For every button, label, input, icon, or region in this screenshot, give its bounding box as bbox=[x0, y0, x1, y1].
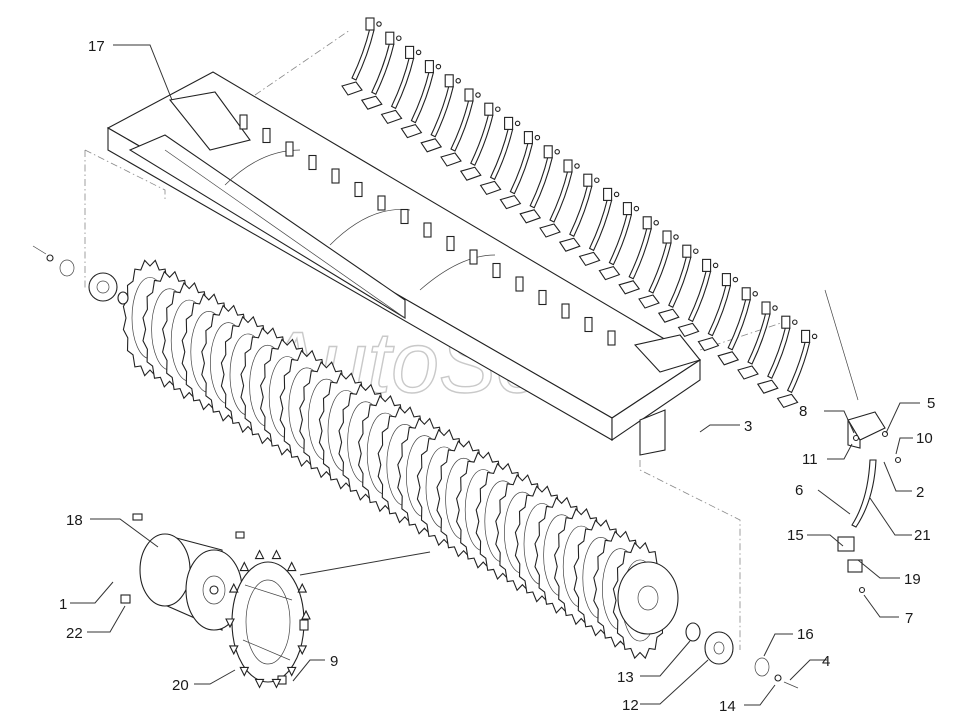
callout-1: 1 bbox=[59, 596, 67, 613]
section-tooth bbox=[297, 645, 308, 656]
section-tooth bbox=[254, 678, 265, 689]
callout-21: 21 bbox=[914, 527, 931, 544]
section-tooth bbox=[228, 582, 239, 593]
frame-tab bbox=[331, 168, 340, 184]
callout-10: 10 bbox=[916, 430, 933, 447]
frame-tab bbox=[446, 235, 455, 252]
frame-tab bbox=[492, 262, 501, 279]
callout-4: 4 bbox=[822, 653, 830, 670]
frame-tine-brackets bbox=[239, 114, 616, 346]
frame-tab bbox=[561, 303, 570, 319]
frame-tab bbox=[285, 141, 294, 157]
tine bbox=[459, 102, 501, 181]
tine bbox=[519, 145, 560, 224]
tine bbox=[400, 60, 442, 139]
callout-15: 15 bbox=[787, 527, 804, 544]
tine bbox=[776, 329, 818, 409]
frame-tab bbox=[515, 276, 524, 292]
callout-17: 17 bbox=[88, 38, 105, 55]
callout-9: 9 bbox=[330, 653, 338, 670]
section-tooth bbox=[271, 549, 282, 560]
roller-section-detail bbox=[120, 513, 309, 685]
frame-tab bbox=[423, 222, 432, 238]
tine bbox=[737, 301, 778, 380]
callout-18: 18 bbox=[66, 512, 83, 529]
tine bbox=[638, 230, 679, 309]
section-tooth bbox=[301, 609, 311, 620]
callout-13: 13 bbox=[617, 669, 634, 686]
tine bbox=[341, 17, 382, 96]
frame-tab bbox=[400, 208, 409, 225]
callout-3: 3 bbox=[744, 418, 752, 435]
section-tooth bbox=[239, 666, 250, 677]
tine bbox=[479, 116, 521, 196]
callout-11: 11 bbox=[802, 451, 818, 468]
frame-tab bbox=[354, 181, 363, 198]
tine bbox=[697, 273, 739, 352]
frame-tab bbox=[377, 195, 386, 211]
roller-frame bbox=[84, 29, 791, 650]
tine bbox=[618, 216, 659, 295]
tine-detail bbox=[824, 289, 902, 594]
tine bbox=[657, 244, 699, 323]
callout-5: 5 bbox=[927, 395, 935, 412]
callout-7: 7 bbox=[905, 610, 913, 627]
left-bearing bbox=[32, 245, 129, 305]
section-tooth bbox=[228, 645, 239, 656]
callout-12: 12 bbox=[622, 697, 639, 714]
section-tooth bbox=[297, 582, 308, 593]
section-tooth bbox=[254, 549, 265, 560]
section-tooth bbox=[286, 561, 297, 572]
tine bbox=[558, 173, 600, 252]
frame-tab bbox=[239, 114, 248, 130]
tine bbox=[578, 187, 620, 267]
roller-section-teeth bbox=[225, 549, 311, 689]
callout-22: 22 bbox=[66, 625, 83, 642]
callout-8: 8 bbox=[799, 403, 807, 420]
tine-row bbox=[341, 17, 818, 409]
tine bbox=[360, 31, 402, 110]
tine bbox=[420, 74, 461, 153]
callout-14: 14 bbox=[719, 698, 736, 715]
frame-tab bbox=[308, 154, 317, 171]
spiked-roller bbox=[122, 259, 668, 660]
frame-tab bbox=[469, 249, 478, 265]
right-bearing bbox=[617, 561, 799, 689]
tine bbox=[756, 315, 798, 394]
callout-16: 16 bbox=[797, 626, 814, 643]
frame-tab bbox=[584, 316, 593, 333]
callout-labels: 17 3 5 8 10 11 2 6 21 15 19 7 18 1 22 9 … bbox=[59, 38, 935, 715]
tine bbox=[539, 159, 580, 238]
frame-tab bbox=[538, 289, 547, 306]
section-tooth bbox=[286, 666, 297, 677]
tine bbox=[677, 258, 719, 338]
tine bbox=[717, 287, 758, 366]
tine bbox=[380, 45, 422, 125]
callout-2: 2 bbox=[916, 484, 924, 501]
section-tooth bbox=[239, 561, 250, 572]
frame-tab bbox=[607, 330, 616, 346]
leader-lines bbox=[70, 44, 920, 706]
section-tooth bbox=[271, 678, 282, 689]
tine bbox=[598, 202, 640, 281]
tine bbox=[440, 88, 481, 167]
section-tooth bbox=[225, 618, 235, 629]
callout-6: 6 bbox=[795, 482, 803, 499]
callout-20: 20 bbox=[172, 677, 189, 694]
callout-19: 19 bbox=[904, 571, 921, 588]
tine bbox=[499, 131, 541, 210]
frame-tab bbox=[262, 127, 271, 144]
